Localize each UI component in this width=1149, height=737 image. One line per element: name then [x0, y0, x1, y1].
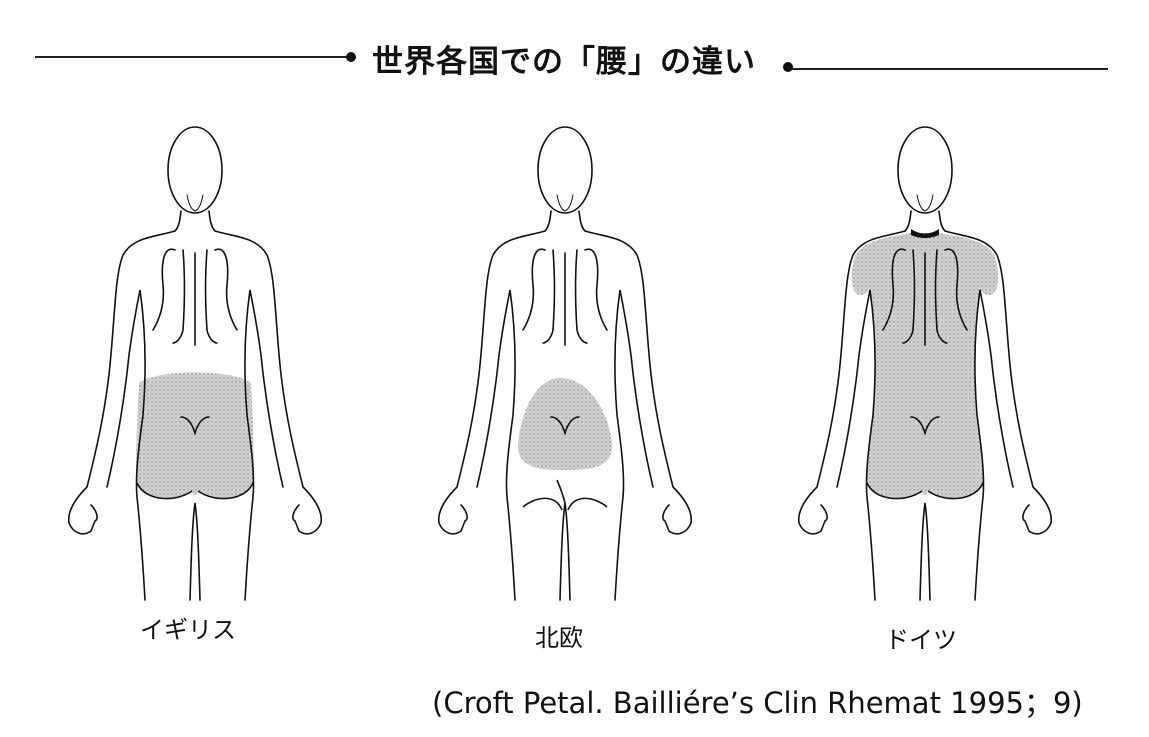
neck-band-germany [911, 229, 939, 238]
label-uk: イギリス [140, 616, 236, 644]
title-rule-left [35, 56, 350, 58]
title-bullet-right [783, 62, 793, 72]
title-rule-right [790, 68, 1108, 70]
figure-germany [797, 126, 1053, 601]
label-nordic: 北欧 [535, 624, 583, 652]
label-germany: ドイツ [885, 626, 957, 654]
figure-uk [67, 126, 323, 601]
citation: (Croft Petal. Bailliére’s Clin Rhemat 19… [432, 686, 1083, 720]
figure-nordic [437, 126, 693, 601]
shaded-area-nordic [517, 378, 613, 470]
diagram-title: 世界各国での「腰」の違い [372, 44, 756, 80]
shaded-area-germany [851, 233, 999, 499]
title-bullet-left [346, 52, 356, 62]
